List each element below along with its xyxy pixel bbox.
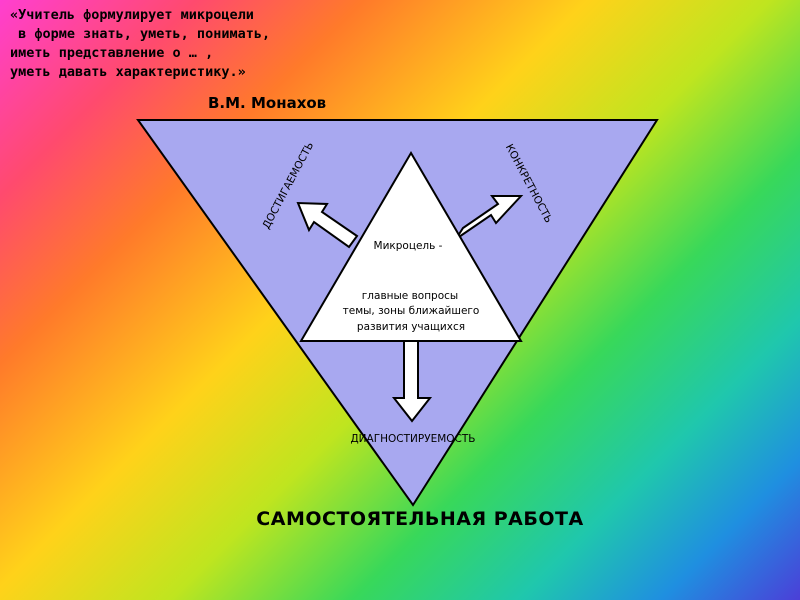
quote-line: иметь представление о … , (10, 45, 214, 61)
quote-line: в форме знать, уметь, понимать, (10, 26, 271, 42)
arrow-down (391, 339, 433, 423)
center-line: развития учащихся (357, 321, 465, 333)
quote-line: «Учитель формулирует микроцели (10, 7, 254, 23)
footer-title: САМОСТОЯТЕЛЬНАЯ РАБОТА (256, 508, 584, 530)
quote-line: уметь давать характеристику.» (10, 64, 246, 80)
center-line: темы, зоны ближайшего (343, 305, 480, 317)
label-bottom: ДИАГНОСТИРУЕМОСТЬ (350, 433, 475, 445)
quote-author: В.М. Монахов (208, 94, 327, 112)
center-line: главные вопросы (362, 290, 458, 302)
arrow-up-left (296, 201, 359, 249)
inner-triangle (299, 151, 523, 342)
arrow-up-right (455, 195, 524, 240)
quote-text: «Учитель формулирует микроцели в форме з… (10, 6, 370, 82)
center-title: Микроцель - (374, 240, 443, 252)
